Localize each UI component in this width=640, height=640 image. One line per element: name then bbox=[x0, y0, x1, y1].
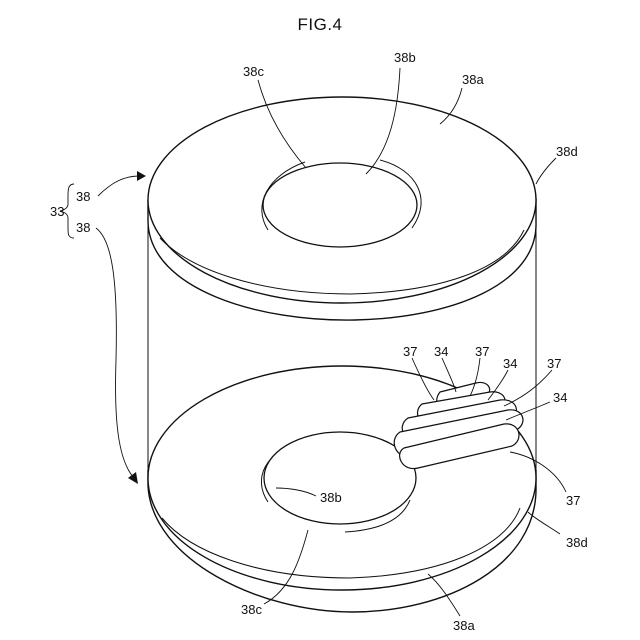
label-upper-38c: 38c bbox=[243, 64, 264, 79]
arrow-head-upper bbox=[137, 171, 146, 181]
label-upper-38d: 38d bbox=[556, 144, 578, 159]
label-strip-37-b: 37 bbox=[475, 344, 489, 359]
label-upper-ring-38: 38 bbox=[76, 189, 90, 204]
label-strip-37-a: 37 bbox=[403, 344, 417, 359]
label-upper-38a: 38a bbox=[462, 72, 484, 87]
leader-37-c bbox=[504, 370, 552, 406]
label-strip-37-c: 37 bbox=[547, 356, 561, 371]
leader-upper-38d bbox=[536, 158, 556, 184]
label-lower-38d: 38d bbox=[566, 535, 588, 550]
upper-ring bbox=[148, 97, 536, 320]
label-lower-ring-38: 38 bbox=[76, 220, 90, 235]
arrow-head-lower bbox=[128, 472, 138, 484]
figure-title: FIG.4 bbox=[297, 15, 342, 34]
label-strip-37-d: 37 bbox=[566, 493, 580, 508]
arrow-to-upper-ring bbox=[98, 176, 140, 196]
label-strip-34-a: 34 bbox=[434, 344, 448, 359]
lower-ring-hole bbox=[264, 432, 416, 524]
label-strip-34-b: 34 bbox=[503, 356, 517, 371]
arrow-to-lower-ring bbox=[96, 228, 134, 478]
upper-ring-hole bbox=[263, 163, 417, 247]
label-assembly-33: 33 bbox=[50, 204, 64, 219]
label-lower-38a: 38a bbox=[453, 618, 475, 633]
label-strip-34-c: 34 bbox=[553, 390, 567, 405]
label-upper-38b: 38b bbox=[394, 50, 416, 65]
leader-lower-38a bbox=[428, 574, 460, 616]
label-lower-38c: 38c bbox=[241, 602, 262, 617]
label-lower-38b: 38b bbox=[320, 490, 342, 505]
